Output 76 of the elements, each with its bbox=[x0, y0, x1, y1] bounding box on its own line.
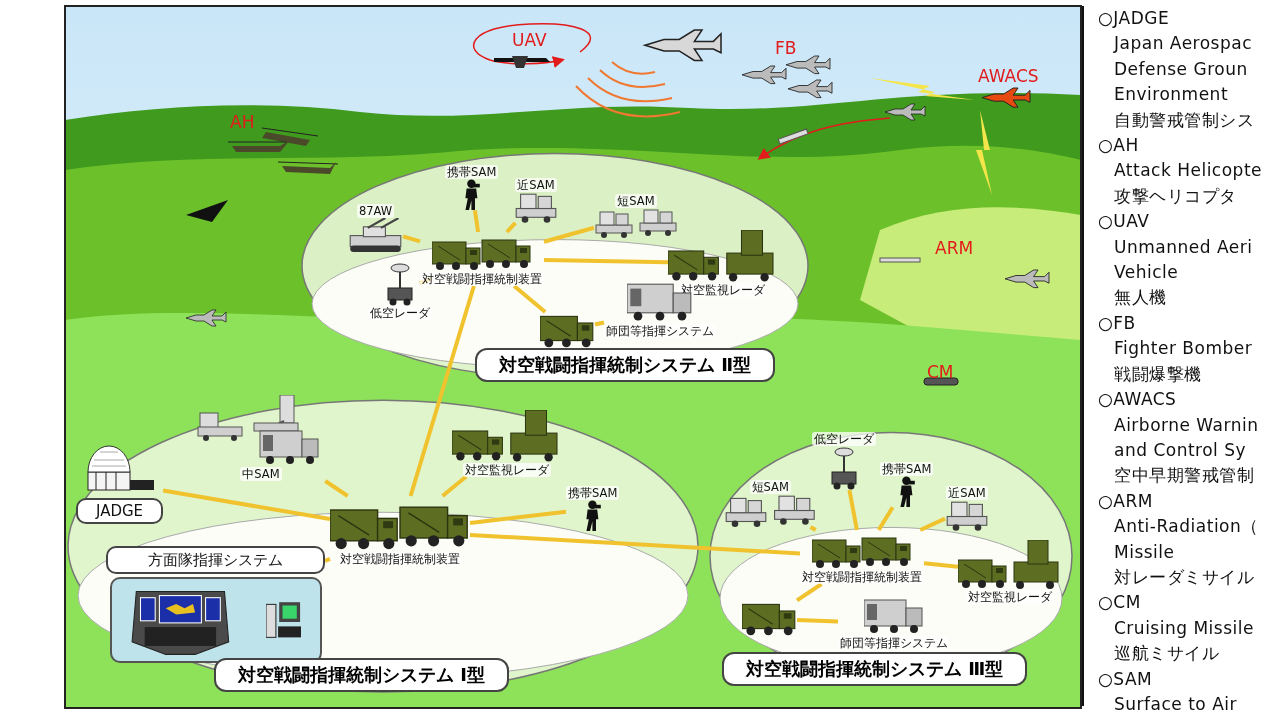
equipment-label: 低空レーダ bbox=[368, 306, 432, 320]
equipment-label: 師団等指揮システム bbox=[838, 636, 950, 650]
glossary-term: ○UAV bbox=[1097, 210, 1151, 234]
equipment-label: 近SAM bbox=[515, 178, 557, 192]
glossary-definition: 戦闘爆撃機 bbox=[1113, 362, 1203, 386]
connection-line bbox=[543, 225, 595, 244]
threat-label: ARM bbox=[935, 238, 974, 258]
equipment-label: 携帯SAM bbox=[880, 462, 934, 476]
connection-line bbox=[594, 320, 605, 327]
connection-line bbox=[795, 582, 823, 603]
equipment-label: 短SAM bbox=[749, 480, 791, 494]
equipment-label: 対空戦闘指揮統制装置 bbox=[800, 570, 924, 584]
glossary-term: ○SAM bbox=[1097, 667, 1154, 691]
glossary-definition: Attack Helicopte bbox=[1113, 159, 1264, 183]
glossary-definition: Japan Aerospac bbox=[1112, 32, 1254, 56]
glossary-definition: and Control Sy bbox=[1113, 438, 1248, 462]
glossary-term: ○AH bbox=[1097, 134, 1140, 158]
equipment-label: 87AW bbox=[356, 204, 395, 218]
connection-line bbox=[923, 561, 959, 569]
glossary-definition: 無人機 bbox=[1113, 286, 1168, 310]
connection-line bbox=[543, 258, 669, 265]
glossary-definition: Airborne Warnin bbox=[1113, 413, 1260, 437]
connection-line bbox=[324, 479, 349, 498]
glossary-term: ○ARM bbox=[1097, 489, 1154, 513]
connection-line bbox=[472, 209, 481, 233]
glossary-definition: 巡航ミサイル bbox=[1113, 642, 1220, 666]
connection-line bbox=[162, 488, 331, 521]
glossary-definition: 対レーダミサイル bbox=[1113, 565, 1255, 589]
connection-line bbox=[512, 284, 547, 314]
connection-line bbox=[796, 617, 839, 624]
connection-line bbox=[809, 525, 817, 532]
connection-line bbox=[847, 489, 859, 531]
glossary-definition: Anti-Radiation（ bbox=[1113, 515, 1260, 539]
glossary-definition: 攻撃ヘリコプタ bbox=[1113, 184, 1238, 208]
system-label: 方面隊指揮システム bbox=[106, 546, 325, 574]
equipment-label: 中SAM bbox=[240, 467, 282, 481]
connection-line bbox=[324, 557, 331, 563]
system-title: 対空戦闘指揮統制システム Ⅰ型 bbox=[214, 658, 509, 692]
equipment-label: 短SAM bbox=[615, 194, 657, 208]
glossary-definition: Environment bbox=[1113, 83, 1230, 107]
equipment-label: 対空監視レーダ bbox=[966, 590, 1054, 604]
system-label: JADGE bbox=[76, 498, 164, 524]
equipment-label: 対空戦闘指揮統制装置 bbox=[420, 272, 544, 286]
equipment-label: 携帯SAM bbox=[566, 486, 620, 500]
equipment-label: 低空レーダ bbox=[812, 432, 876, 446]
glossary-term: ○CM bbox=[1097, 591, 1142, 615]
connection-line bbox=[402, 234, 421, 244]
system-title: 対空戦闘指揮統制システム Ⅱ型 bbox=[475, 348, 776, 382]
connection-line bbox=[469, 509, 567, 525]
connection-line bbox=[441, 474, 468, 498]
glossary-term: ○JADGE bbox=[1097, 7, 1171, 30]
glossary-definition: Defense Groun bbox=[1113, 57, 1249, 81]
glossary-definition: Surface to Air bbox=[1113, 692, 1238, 716]
glossary-term: ○FB bbox=[1097, 311, 1137, 335]
glossary-term: ○AWACS bbox=[1097, 388, 1178, 412]
connection-line bbox=[877, 506, 895, 532]
connection-line bbox=[505, 221, 517, 234]
glossary-definition: Missile bbox=[1113, 540, 1176, 564]
connection-line bbox=[408, 285, 476, 497]
system-title: 対空戦闘指揮統制システム Ⅲ型 bbox=[722, 652, 1028, 686]
connection-line bbox=[469, 532, 801, 556]
threat-label: AWACS bbox=[978, 66, 1039, 86]
glossary-definition: Vehicle bbox=[1113, 261, 1180, 285]
glossary-definition: Cruising Missile bbox=[1113, 616, 1255, 640]
glossary-definition: 空中早期警戒管制 bbox=[1113, 464, 1255, 488]
threat-label: CM bbox=[927, 362, 954, 382]
equipment-label: 対空戦闘指揮統制装置 bbox=[338, 552, 462, 566]
connection-line bbox=[919, 516, 946, 532]
threat-label: UAV bbox=[512, 30, 547, 50]
glossary-definition: Fighter Bomber bbox=[1113, 337, 1254, 361]
equipment-label: 近SAM bbox=[946, 486, 988, 500]
threat-label: AH bbox=[230, 112, 255, 132]
glossary-definition: 自動警戒管制シス bbox=[1113, 108, 1255, 132]
glossary-definition: Unmanned Aeri bbox=[1113, 235, 1254, 259]
threat-label: FB bbox=[775, 38, 797, 58]
equipment-label: 携帯SAM bbox=[445, 165, 499, 179]
